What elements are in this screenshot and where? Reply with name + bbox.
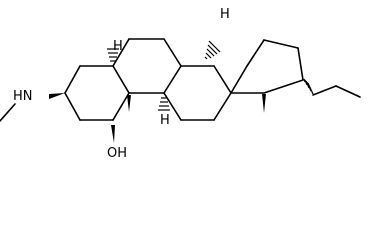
wedge-bond-amine <box>49 93 65 99</box>
ring-b <box>112 38 182 94</box>
molecule-structure: HN OH H H H <box>0 7 361 161</box>
ring-a <box>64 65 130 121</box>
wedge-bond-methyl-ring-d <box>262 94 266 113</box>
n-methyl-bond <box>0 103 16 122</box>
hashed-bond-h-bottom <box>158 97 170 111</box>
ring-c <box>163 65 232 121</box>
h-bottom-label: H <box>160 113 170 128</box>
wedge-bond-hydroxyl <box>111 125 115 143</box>
ring-d <box>230 39 304 94</box>
oh-label: OH <box>107 146 127 161</box>
hashed-bond-h-top <box>204 40 221 60</box>
h-left-label: H <box>113 39 123 54</box>
hashed-bond-h-left <box>107 48 119 62</box>
h-top-label: H <box>220 7 230 22</box>
ethyl-chain <box>312 85 361 98</box>
hashed-bond-ethyl <box>303 78 314 95</box>
wedge-bond-methyl-ring-b <box>127 95 131 112</box>
nh-label: HN <box>13 89 33 104</box>
